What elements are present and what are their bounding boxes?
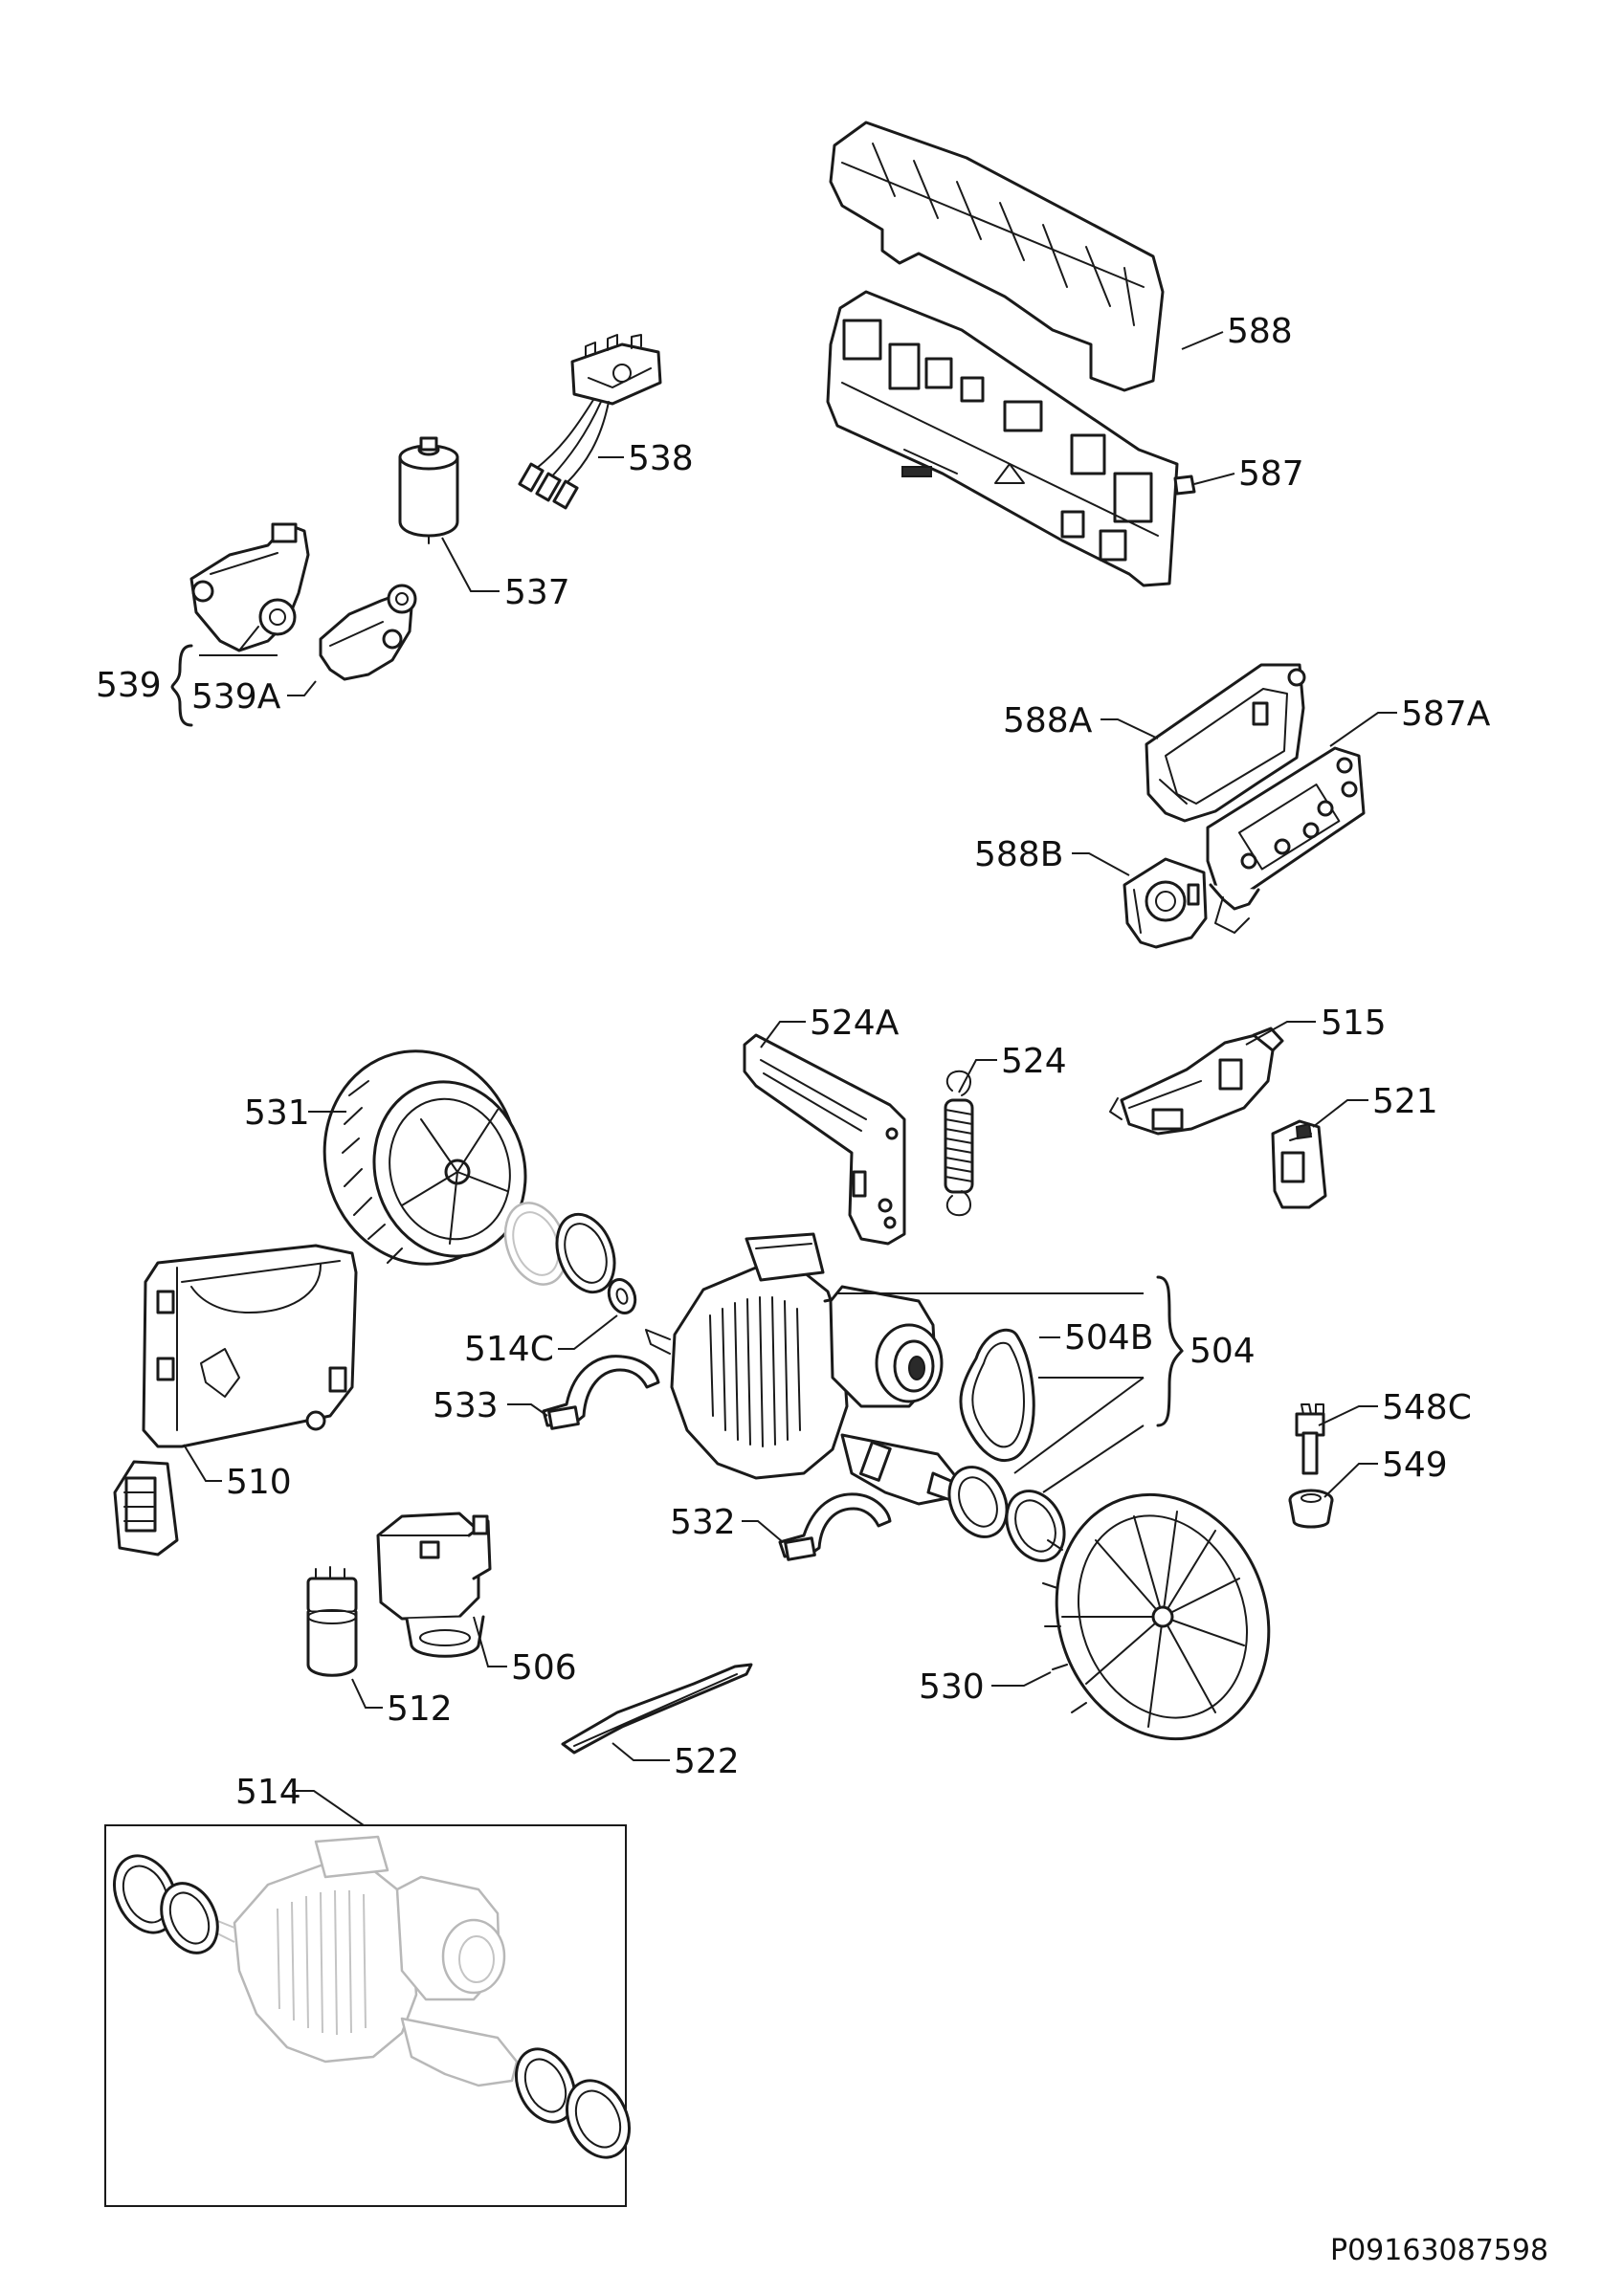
switch-module-icon [1109,1027,1284,1136]
washer-icon [607,1278,637,1314]
filter-capacitor-icon [306,1566,358,1677]
electronic-control-board-icon [826,290,1196,587]
callout-514: 514 [235,1773,301,1812]
tension-spring-icon [944,1070,974,1217]
motor-kit-inset-icon [104,1824,631,2207]
callout-524: 524 [1001,1042,1067,1081]
motor-clamp-icon [542,1355,660,1430]
callout-549: 549 [1382,1446,1448,1485]
condensate-pump-icon [376,1512,492,1658]
pump-assembly-icon [189,522,310,652]
clip-connector-icon [1271,1119,1327,1209]
motor-bracket-icon [743,1033,906,1246]
selector-knob-housing-icon [1123,857,1208,949]
callout-515: 515 [1321,1004,1387,1043]
sensor-icon [1295,1403,1325,1475]
callout-588B: 588B [974,835,1063,874]
display-board-icon [1206,746,1366,934]
motor-pulley-housing-icon [829,1285,944,1408]
callout-587A: 587A [1401,695,1491,734]
motor-housing-bracket-icon [113,1244,358,1556]
seal-strip-icon [561,1663,753,1755]
callout-533: 533 [433,1386,499,1425]
callout-588: 588 [1227,312,1293,351]
control-panel-cover-icon [829,121,1165,392]
impeller-icon [1042,1492,1271,1741]
callout-504: 504 [1189,1332,1256,1371]
callout-539: 539 [96,666,162,705]
terminal-block-icon [518,334,662,510]
callout-530: 530 [919,1667,985,1707]
callout-588A: 588A [1003,701,1093,740]
display-frame-icon [1145,663,1306,823]
grommet-icon [1288,1489,1334,1529]
callout-537: 537 [504,573,570,612]
document-id: P09163087598 [1330,2234,1548,2267]
callout-539A: 539A [191,677,281,717]
callout-538: 538 [628,439,694,478]
callout-514C: 514C [464,1330,554,1369]
motor-clamp-2-icon [778,1492,892,1561]
drive-belt-icon [959,1328,1035,1462]
callout-587: 587 [1238,454,1304,494]
callout-510: 510 [226,1463,292,1502]
callout-512: 512 [387,1689,453,1729]
callout-548C: 548C [1382,1388,1472,1427]
pump-housing-icon [319,584,417,681]
callout-524A: 524A [810,1004,900,1043]
callout-532: 532 [670,1503,736,1542]
callout-521: 521 [1372,1082,1438,1121]
capacitor-icon [398,436,459,544]
callout-504B: 504B [1064,1318,1153,1358]
callout-531: 531 [244,1093,310,1133]
callout-522: 522 [674,1742,740,1781]
callout-506: 506 [511,1648,577,1688]
fan-wheel-icon [322,1049,527,1266]
